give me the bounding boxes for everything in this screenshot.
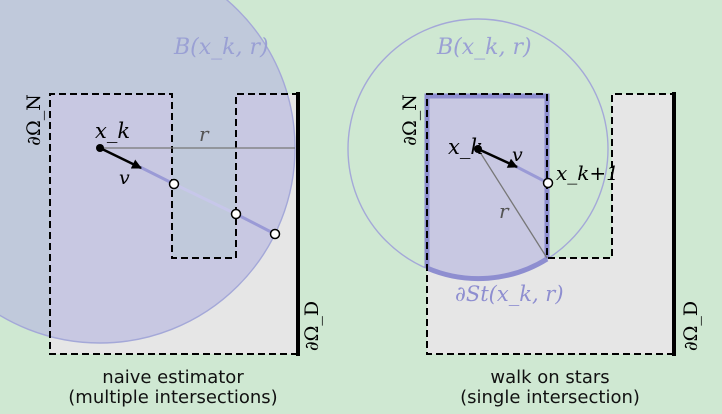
right-neumann-boundary [426, 93, 674, 355]
right-caption-line-2: (single intersection) [460, 387, 640, 408]
right-direction-arrow [477, 147, 518, 169]
left-point-xk [96, 144, 104, 152]
right-direction-label: v [512, 144, 523, 166]
right-intersection [542, 177, 554, 189]
right-next-point-label: x_k+1 [556, 161, 619, 185]
left-neumann-boundary [49, 93, 298, 355]
right-dirichlet-label: ∂Ω_D [680, 301, 702, 351]
left-intersection-1 [168, 178, 180, 190]
left-direction-label: v [119, 167, 130, 189]
left-direction-arrow [99, 146, 142, 170]
left-intersection-2 [230, 208, 242, 220]
left-dirichlet-label: ∂Ω_D [301, 301, 323, 351]
right-neumann-label: ∂Ω_N [399, 94, 421, 146]
right-panel: B(x_k, r) ∂Ω_N ∂Ω_D x_k x_k+1 r v ∂St(x_… [347, 18, 702, 408]
right-star-region [427, 94, 547, 279]
left-caption-line-2: (multiple intersections) [68, 387, 277, 408]
right-point-label: x_k [448, 135, 483, 159]
left-intersection-3 [269, 228, 281, 240]
right-point-xk [474, 145, 482, 153]
right-radius-line [477, 148, 548, 259]
right-ray-segment [514, 164, 549, 185]
right-caption-line-1: walk on stars [490, 367, 609, 388]
left-ball-label: B(x_k, r) [173, 35, 269, 60]
left-ray-segment-1 [139, 165, 175, 186]
left-radius-label: r [199, 122, 210, 146]
left-neumann-label: ∂Ω_N [23, 94, 45, 146]
left-ray-segment-3 [235, 212, 276, 236]
right-star-arc [426, 256, 549, 282]
right-star-label: ∂St(x_k, r) [455, 282, 564, 306]
right-ball-label: B(x_k, r) [436, 35, 532, 60]
left-panel: B(x_k, r) ∂Ω_N ∂Ω_D x_k r v naive estima… [0, 0, 323, 408]
left-caption-line-1: naive estimator [102, 367, 244, 388]
left-ray-segment-2 [173, 182, 237, 216]
right-radius-label: r [499, 199, 510, 223]
left-point-label: x_k [95, 119, 130, 143]
